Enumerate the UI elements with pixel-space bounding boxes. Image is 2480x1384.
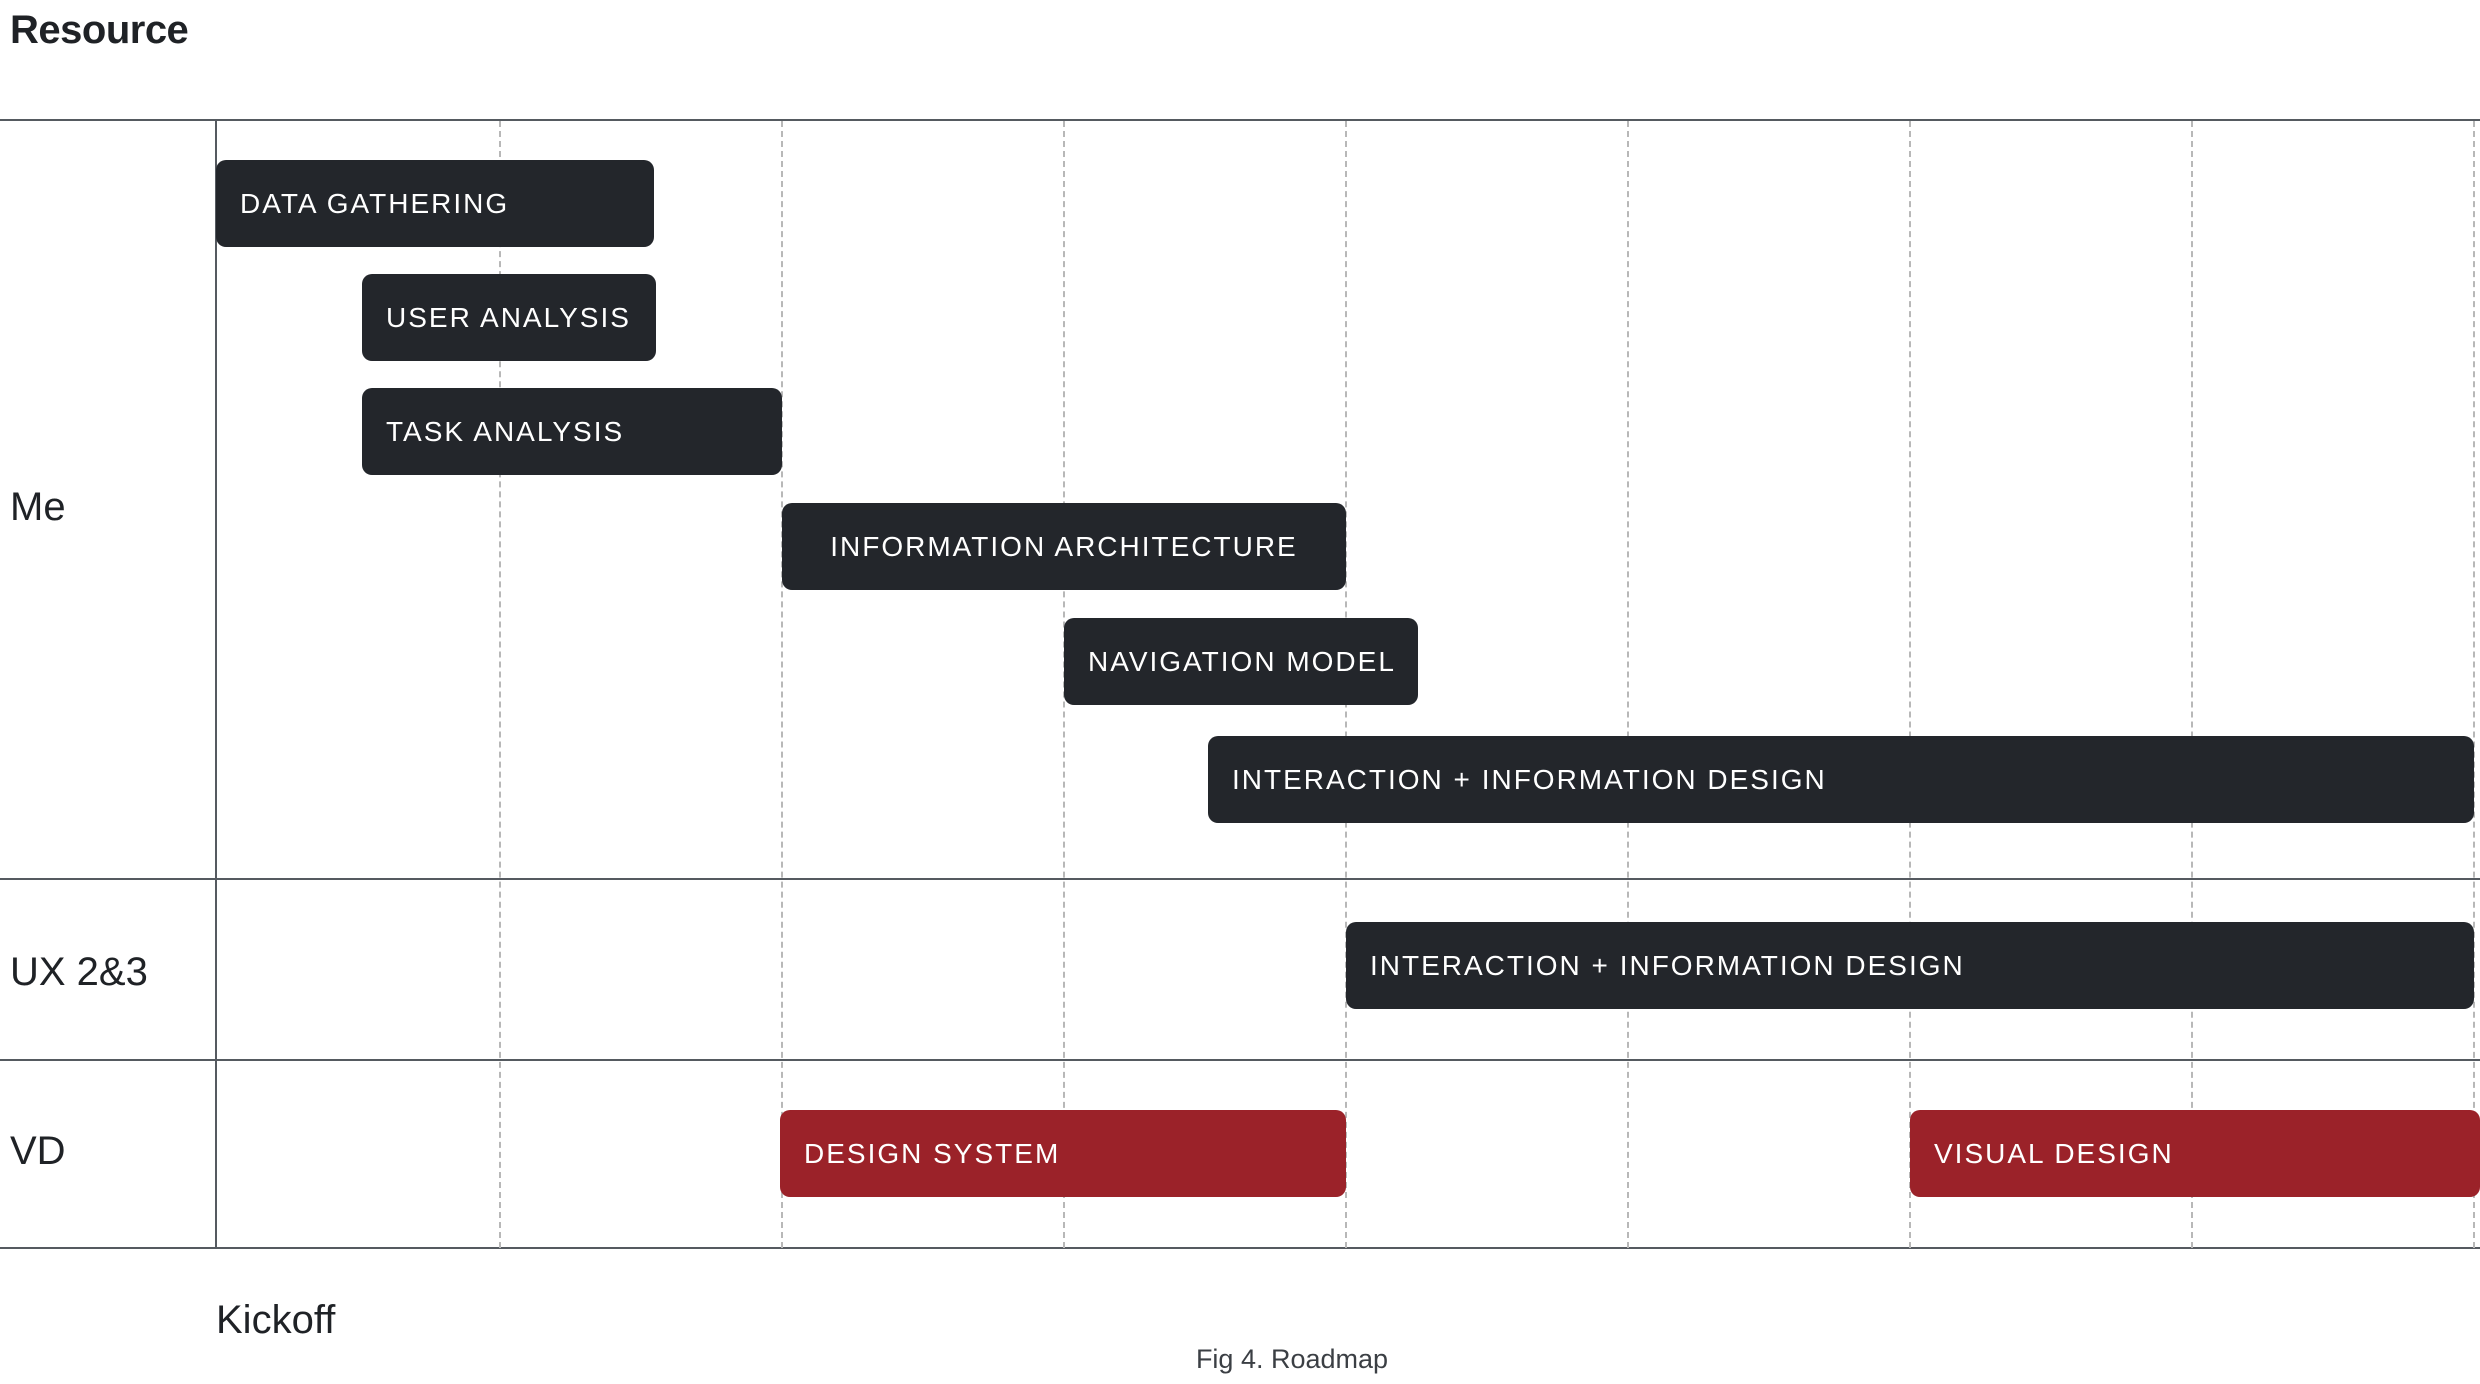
gridline (781, 121, 783, 1248)
row-divider-me-ux (0, 878, 2480, 880)
task-bar-navigation-model: NAVIGATION MODEL (1064, 618, 1418, 705)
task-bar-task-analysis: TASK ANALYSIS (362, 388, 782, 475)
task-bar-user-analysis: USER ANALYSIS (362, 274, 656, 361)
row-label-me: Me (10, 485, 66, 529)
gridline (1627, 121, 1629, 1248)
task-bar-design-system: DESIGN SYSTEM (780, 1110, 1346, 1197)
task-bar-data-gathering: DATA GATHERING (216, 160, 654, 247)
bottom-divider (0, 1247, 2480, 1249)
task-bar-interaction-information-design-ux: INTERACTION + INFORMATION DESIGN (1346, 922, 2474, 1009)
task-bar-visual-design: VISUAL DESIGN (1910, 1110, 2480, 1197)
top-divider (0, 119, 2480, 121)
row-divider-ux-vd (0, 1059, 2480, 1061)
gridline (2191, 121, 2193, 1248)
timeline-start-label: Kickoff (216, 1298, 336, 1342)
figure-caption: Fig 4. Roadmap (1195, 1344, 1389, 1374)
task-bar-interaction-information-design-me: INTERACTION + INFORMATION DESIGN (1208, 736, 2474, 823)
gridline (1909, 121, 1911, 1248)
task-bar-information-architecture: INFORMATION ARCHITECTURE (782, 503, 1346, 590)
gridline (499, 121, 501, 1248)
row-label-vd: VD (10, 1129, 66, 1173)
timeline-axis (215, 119, 217, 1248)
gridline (2473, 121, 2475, 1248)
row-label-ux: UX 2&3 (10, 950, 148, 994)
resource-column-header: Resource (10, 8, 189, 52)
